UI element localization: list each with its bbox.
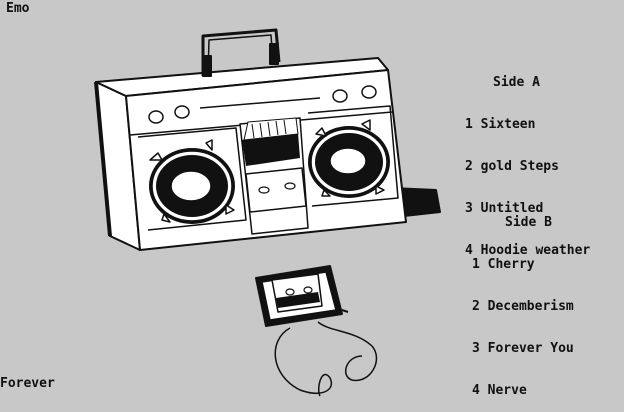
boombox [94, 28, 441, 251]
cassette-deck [239, 117, 309, 235]
corner-label-bottom: Forever [0, 376, 55, 391]
headphone-cable [274, 321, 378, 397]
side-a-tracklist: Side A 1 Sixteen 2 gold Steps 3 Untitled… [465, 48, 590, 272]
left-speaker [149, 139, 235, 224]
track-item: 2 gold Steps [465, 159, 559, 174]
track-item: 1 Cherry [472, 257, 535, 272]
corner-label-top: Emo [6, 1, 30, 16]
cassette-player [255, 265, 349, 327]
track-item: 3 Untitled [465, 201, 544, 216]
side-b-heading: Side B [505, 215, 552, 230]
right-speaker [308, 119, 390, 198]
track-item: 2 Decemberism [472, 299, 574, 314]
side-b-tracklist: Side B 1 Cherry 2 Decemberism 3 Forever … [472, 188, 574, 412]
track-item: 4 Hoodie weather [465, 243, 591, 258]
track-item: 3 Forever You [472, 341, 574, 356]
track-item: 1 Sixteen [465, 117, 536, 132]
boombox-illustration [94, 28, 441, 397]
side-a-heading: Side A [493, 75, 540, 90]
track-item: 4 Nerve [472, 383, 527, 398]
